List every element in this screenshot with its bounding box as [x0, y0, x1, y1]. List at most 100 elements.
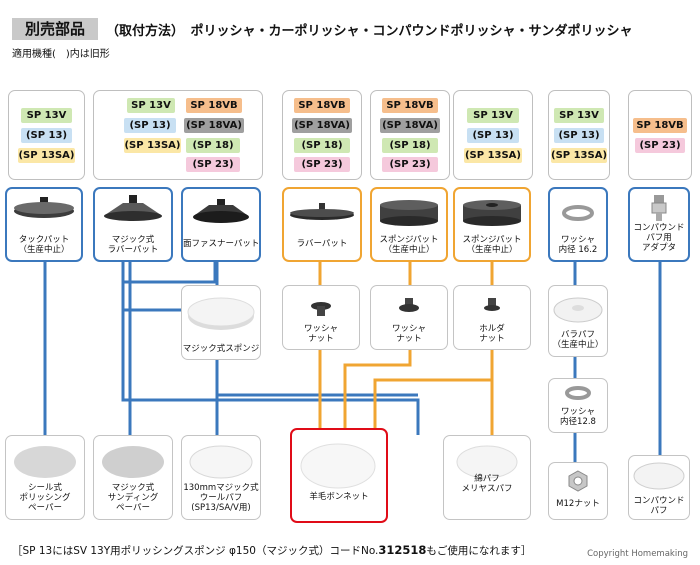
tack-pad-image: [14, 197, 74, 218]
compound-adapter-image: [651, 195, 667, 221]
page-title: （取付方法） ポリッシャ・カーポリッシャ・コンパウンドポリッシャ・サンダポリッシ…: [106, 24, 633, 39]
part-wool-bonnet: 羊毛ボンネット: [290, 428, 388, 523]
model-box-sponge-pad-2: SP 13V (SP 13) (SP 13SA): [453, 90, 533, 180]
model-tag-sp18va: (SP 18VA): [292, 118, 352, 133]
sponge-pad-2-image: [463, 200, 521, 226]
model-tag-sp13: (SP 13): [554, 128, 604, 143]
model-tag-sp13: (SP 13): [124, 118, 176, 133]
magic-sponge-image: [187, 297, 255, 330]
m12-nut-label: M12ナット: [556, 499, 600, 509]
model-tag-sp13v: SP 13V: [21, 108, 72, 123]
model-tag-sp18vb: SP 18VB: [186, 98, 242, 113]
model-tag-sp18va: (SP 18VA): [380, 118, 440, 133]
part-magic-rubber-pad: マジック式 ラバーパット: [93, 187, 173, 262]
part-fastener-pad: 面ファスナーパット: [181, 187, 261, 262]
sponge-pad-1-label: スポンジパット （生産中止）: [379, 235, 439, 255]
model-tag-sp23: (SP 23): [294, 157, 350, 172]
model-tag-sp13v: SP 13V: [554, 108, 604, 123]
magic-sanding-paper-label: マジック式 サンディング ペーパー: [107, 483, 159, 513]
model-tag-sp18vb: SP 18VB: [294, 98, 350, 113]
model-tag-sp13: (SP 13): [467, 128, 519, 143]
line-washer-nut-to-wool-bonnet-2: [343, 350, 412, 428]
cotton-buff-label: 綿パフ メリヤスパフ: [461, 474, 513, 494]
model-box-sponge-pad-1: SP 18VB (SP 18VA) (SP 18) (SP 23): [370, 90, 450, 180]
seal-paper-image: [14, 446, 76, 478]
washer-128-label: ワッシャ 内径12.8: [560, 407, 596, 427]
model-tag-sp23: (SP 23): [382, 157, 438, 172]
washer-162-label: ワッシャ 内径 16.2: [558, 235, 598, 255]
fastener-pad-label: 面ファスナーパット: [183, 239, 260, 249]
model-tag-sp13sa: (SP 13SA): [464, 148, 522, 163]
header-tag: 別売部品: [12, 18, 98, 40]
copyright: Copyright Homemaking: [587, 549, 688, 559]
footnote-code: 312518: [378, 543, 427, 557]
washer-nut-2-image: [399, 298, 419, 312]
m12-nut-image: [568, 470, 588, 492]
part-tack-pad: タックパット （生産中止）: [5, 187, 83, 262]
washer-128-image: [565, 386, 591, 400]
part-m12-nut: M12ナット: [548, 462, 608, 520]
footnote: ［SP 13にはSV 13Y用ポリッシングスポンジ φ150（マジック式）コード…: [12, 543, 531, 558]
cotton-buff-image: [456, 445, 518, 479]
wool-bonnet-image: [300, 443, 376, 489]
footnote-pre: ［SP 13にはSV 13Y用ポリッシングスポンジ φ150（マジック式）コード…: [12, 545, 379, 557]
model-box-rubber-pad: SP 18VB (SP 18VA) (SP 18) (SP 23): [282, 90, 362, 180]
bara-buff-label: バラパフ （生産中止）: [552, 330, 604, 350]
part-washer-162: ワッシャ 内径 16.2: [548, 187, 608, 262]
holder-nut-image: [484, 298, 500, 311]
sponge-pad-1-image: [380, 200, 438, 226]
part-compound-buff: コンパウンド パフ: [628, 455, 690, 520]
washer-162-image: [562, 205, 594, 221]
part-magic-sponge: マジック式スポンジ: [181, 285, 261, 360]
magic-sanding-paper-image: [102, 446, 164, 478]
tack-pad-label: タックパット （生産中止）: [18, 235, 70, 255]
sponge-pad-2-label: スポンジパット （生産中止）: [462, 235, 522, 255]
model-tag-sp18: (SP 18): [382, 138, 438, 153]
bara-buff-image: [553, 297, 603, 323]
page-subtitle: 適用機種( )内は旧形: [12, 49, 110, 60]
line-holder-nut-to-wool-bonnet: [373, 350, 494, 428]
part-seal-paper: シール式 ポリッシング ペーパー: [5, 435, 85, 520]
rubber-pad-label: ラバーパット: [296, 239, 348, 249]
model-box-washer: SP 13V (SP 13) (SP 13SA): [548, 90, 610, 180]
magic-sponge-label: マジック式スポンジ: [182, 344, 260, 354]
fastener-pad-image: [193, 199, 249, 223]
seal-paper-label: シール式 ポリッシング ペーパー: [19, 483, 71, 513]
part-sponge-pad-1: スポンジパット （生産中止）: [370, 187, 448, 262]
compound-buff-label: コンパウンド パフ: [633, 496, 685, 516]
model-tag-sp13: (SP 13): [21, 128, 72, 143]
part-holder-nut: ホルダ ナット: [453, 285, 531, 350]
model-tag-sp23: (SP 23): [186, 157, 240, 172]
wool-bonnet-label: 羊毛ボンネット: [309, 492, 369, 502]
model-tag-sp18vb: SP 18VB: [633, 118, 687, 133]
part-cotton-buff: 綿パフ メリヤスパフ: [443, 435, 531, 520]
part-sponge-pad-2: スポンジパット （生産中止）: [453, 187, 531, 262]
part-washer-128: ワッシャ 内径12.8: [548, 378, 608, 433]
part-magic-sanding-paper: マジック式 サンディング ペーパー: [93, 435, 173, 520]
rubber-pad-image: [290, 203, 354, 220]
model-box-magic-pads: SP 13V (SP 13) (SP 13SA) SP 18VB (SP 18V…: [93, 90, 263, 180]
wool-buff-label: 130mmマジック式 ウールパフ (SP13/SA/V用): [183, 483, 259, 513]
model-tag-sp18: (SP 18): [186, 138, 240, 153]
model-tag-sp23: (SP 23): [635, 138, 685, 153]
compound-buff-image: [633, 462, 685, 490]
line-pads-junction: [123, 262, 217, 284]
part-rubber-pad: ラバーパット: [282, 187, 362, 262]
footnote-post: もご使用になれます］: [426, 545, 532, 557]
model-box-adapter: SP 18VB (SP 23): [628, 90, 692, 180]
model-tag-sp18vb: SP 18VB: [382, 98, 438, 113]
magic-rubber-pad-image: [104, 195, 162, 221]
wool-buff-image: [189, 445, 253, 479]
line-magic-rubber-pad-to-wool-bonnet: [121, 262, 420, 435]
washer-nut-1-image: [311, 302, 331, 316]
magic-rubber-pad-label: マジック式 ラバーパット: [107, 235, 159, 255]
part-wool-buff: 130mmマジック式 ウールパフ (SP13/SA/V用): [181, 435, 261, 520]
washer-nut-1-label: ワッシャ ナット: [303, 324, 338, 344]
part-bara-buff: バラパフ （生産中止）: [548, 285, 608, 357]
compound-adapter-label: コンパウンド パフ用 アダプタ: [633, 223, 685, 253]
part-washer-nut-2: ワッシャ ナット: [370, 285, 448, 350]
model-tag-sp13v: SP 13V: [127, 98, 175, 113]
part-washer-nut-1: ワッシャ ナット: [282, 285, 360, 350]
model-tag-sp18va: (SP 18VA): [184, 118, 244, 133]
part-compound-adapter: コンパウンド パフ用 アダプタ: [628, 187, 690, 262]
